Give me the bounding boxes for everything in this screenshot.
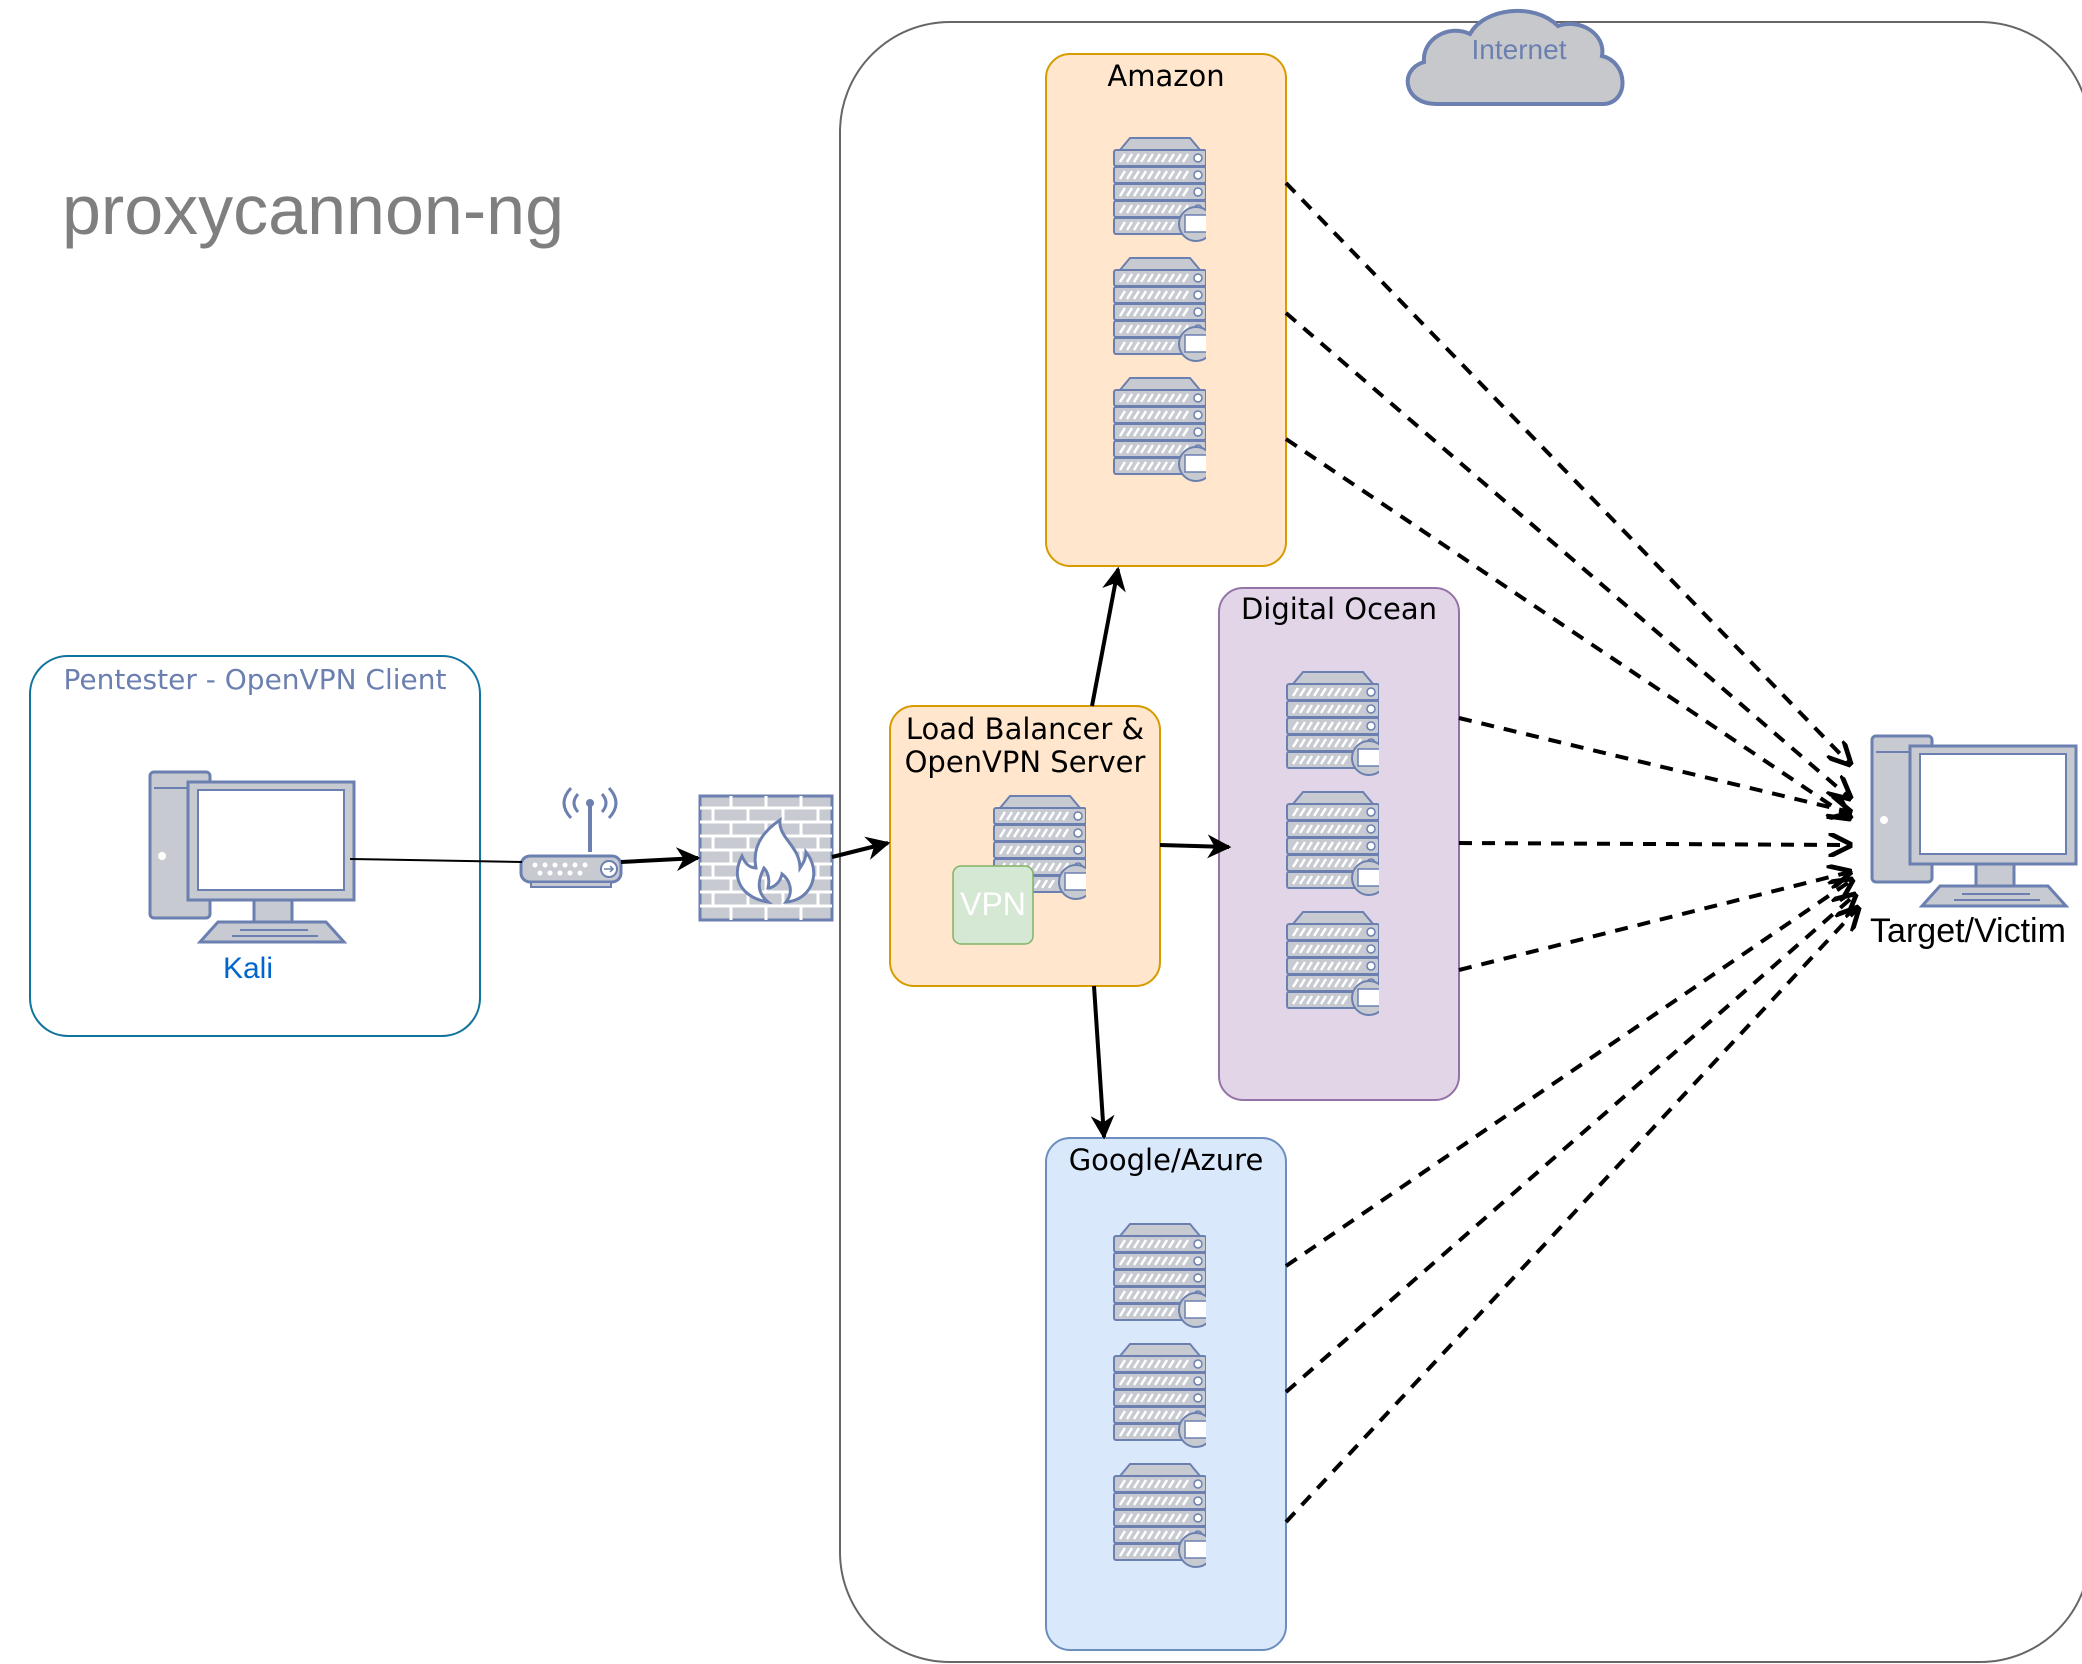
- vpn-badge: [952, 865, 1034, 945]
- router-to-firewall-link: [620, 847, 701, 872]
- load-balancer-label-line2: OpenVPN Server: [905, 745, 1146, 779]
- load-balancer-to-amazon-link: [1090, 566, 1126, 707]
- amazon-server-1-icon[interactable]: [1112, 136, 1213, 242]
- digital-ocean-3-to-target-link: [1458, 872, 1850, 972]
- google-azure-3-to-target-link: [1284, 908, 1858, 1524]
- kali-label: Kali: [223, 952, 273, 985]
- google-azure-2-to-target-link: [1284, 895, 1855, 1394]
- digital-ocean-server-3-icon[interactable]: [1285, 910, 1386, 1016]
- internet-label: Internet: [1472, 34, 1567, 65]
- kali-to-router-link: [349, 858, 523, 863]
- amazon-server-3-icon[interactable]: [1112, 376, 1213, 482]
- target-computer-icon[interactable]: [1870, 734, 2078, 908]
- amazon-server-2-icon[interactable]: [1112, 256, 1213, 362]
- digital-ocean-server-1-icon[interactable]: [1285, 670, 1386, 776]
- digital-ocean-server-2-icon[interactable]: [1285, 790, 1386, 896]
- digital-ocean-1-to-target-link: [1458, 716, 1850, 812]
- amazon-2-to-target-link: [1284, 311, 1850, 798]
- digital-ocean-label: Digital Ocean: [1241, 592, 1437, 626]
- router-icon[interactable]: [519, 786, 623, 888]
- solid-connections: [349, 566, 1232, 1140]
- google-azure-server-1-icon[interactable]: [1112, 1222, 1213, 1328]
- dashed-connections: [1284, 181, 1858, 1524]
- internet-cloud-icon: [1405, 8, 1625, 106]
- load-balancer-to-google-azure-link: [1090, 985, 1115, 1140]
- google-azure-server-3-icon[interactable]: [1112, 1462, 1213, 1568]
- amazon-label: Amazon: [1107, 59, 1224, 93]
- google-azure-label: Google/Azure: [1069, 1143, 1264, 1177]
- firewall-to-load-balancer-link: [831, 836, 891, 860]
- diagram-title: proxycannon-ng: [62, 171, 564, 249]
- client-group-label: Pentester - OpenVPN Client: [63, 663, 446, 696]
- firewall-icon[interactable]: [698, 794, 834, 922]
- load-balancer-to-digital-ocean-link: [1159, 834, 1232, 859]
- target-label: Target/Victim: [1870, 912, 2066, 950]
- amazon-1-to-target-link: [1284, 181, 1850, 764]
- google-azure-server-2-icon[interactable]: [1112, 1342, 1213, 1448]
- digital-ocean-2-to-target-link: [1458, 843, 1850, 845]
- internet-boundary: [839, 21, 2082, 1663]
- vpn-badge-label: VPN: [960, 886, 1026, 922]
- load-balancer-label-line1: Load Balancer &: [906, 712, 1144, 746]
